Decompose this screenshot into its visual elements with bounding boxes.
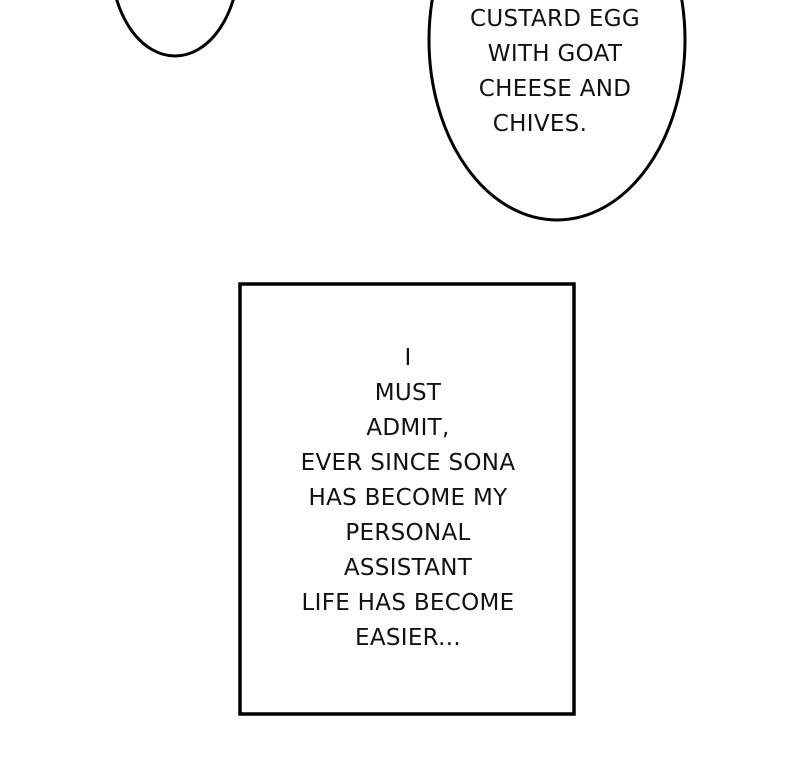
caption-line: ASSISTANT — [343, 555, 473, 581]
speech-line: CHIVES. — [492, 111, 588, 137]
left-speech-bubble — [115, 0, 235, 58]
caption-line: EASIER... — [355, 625, 461, 651]
caption-line: LIFE HAS BECOME — [301, 590, 515, 616]
caption-line: MUST — [374, 380, 442, 406]
caption-line: I — [404, 345, 412, 371]
speech-line: CHEESE AND — [478, 76, 632, 102]
caption-box-text: I MUST ADMIT, EVER SINCE SONA HAS BECOME… — [243, 341, 573, 656]
speech-bubble-text: CUSTARD EGG WITH GOAT CHEESE AND CHIVES. — [430, 2, 680, 142]
caption-line: HAS BECOME MY — [308, 485, 508, 511]
caption-line: ADMIT, — [366, 415, 450, 441]
caption-line: EVER SINCE SONA — [300, 450, 516, 476]
caption-box-border — [238, 282, 576, 716]
speech-line: WITH GOAT — [487, 41, 623, 67]
right-speech-bubble — [427, 0, 687, 222]
caption-line: PERSONAL — [345, 520, 471, 546]
speech-line: CUSTARD EGG — [470, 6, 640, 32]
